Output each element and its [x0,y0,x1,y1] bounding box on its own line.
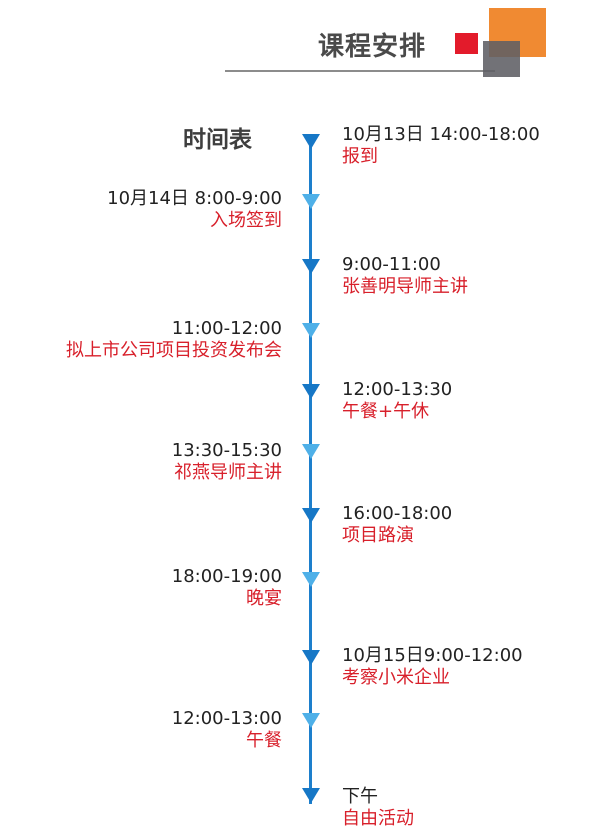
event-desc: 报到 [342,146,378,167]
arrow-down-icon [302,508,320,523]
event-time: 10月13日 14:00-18:00 [342,124,540,145]
event-desc: 项目路演 [342,525,414,546]
event-desc: 自由活动 [342,808,414,829]
timeline-event: 下午 自由活动 [342,786,414,830]
timeline-event: 11:00-12:00 拟上市公司项目投资发布会 [66,318,282,362]
timeline-line [309,134,312,804]
event-time: 12:00-13:30 [342,379,453,400]
arrow-down-icon [302,384,320,399]
event-desc: 张善明导师主讲 [342,276,468,297]
event-time: 18:00-19:00 [171,566,282,587]
event-time: 13:30-15:30 [171,440,282,461]
timeline-event: 12:00-13:00 午餐 [172,708,282,752]
arrow-down-icon [302,134,320,149]
timeline-event: 16:00-18:00 项目路演 [342,503,452,547]
arrow-down-icon [302,259,320,274]
event-desc: 晚宴 [246,588,282,609]
decor-red-square [455,33,478,54]
timeline-event: 18:00-19:00 晚宴 [172,566,282,610]
timeline-event: 13:30-15:30 祁燕导师主讲 [172,440,282,484]
arrow-down-icon [302,572,320,587]
event-desc: 午餐 [246,730,282,751]
arrow-down-icon [302,323,320,338]
arrow-down-icon [302,713,320,728]
event-desc: 拟上市公司项目投资发布会 [66,340,282,361]
timeline-event: 12:00-13:30 午餐+午休 [342,379,452,423]
timeline-event: 9:00-11:00 张善明导师主讲 [342,254,468,298]
event-time: 16:00-18:00 [342,503,453,524]
event-time: 11:00-12:00 [171,318,282,339]
timeline-event: 10月15日9:00-12:00 考察小米企业 [342,645,523,689]
arrow-down-icon [302,444,320,459]
event-desc: 入场签到 [210,210,282,231]
event-time: 10月14日 8:00-9:00 [107,188,282,209]
event-desc: 考察小米企业 [342,667,450,688]
event-time: 9:00-11:00 [342,254,441,275]
page-title: 课程安排 [318,32,427,62]
event-time: 12:00-13:00 [171,708,282,729]
arrow-down-icon [302,194,320,209]
event-desc: 午餐+午休 [342,401,430,422]
decor-gray-square [483,41,520,77]
event-time: 10月15日9:00-12:00 [342,645,523,666]
timeline-event: 10月13日 14:00-18:00 报到 [342,124,540,168]
timeline-event: 10月14日 8:00-9:00 入场签到 [107,188,282,232]
arrow-down-icon [302,788,320,803]
schedule-heading: 时间表 [183,127,252,153]
event-desc: 祁燕导师主讲 [174,462,282,483]
arrow-down-icon [302,650,320,665]
event-time: 下午 [342,786,378,807]
header-divider [225,70,495,72]
